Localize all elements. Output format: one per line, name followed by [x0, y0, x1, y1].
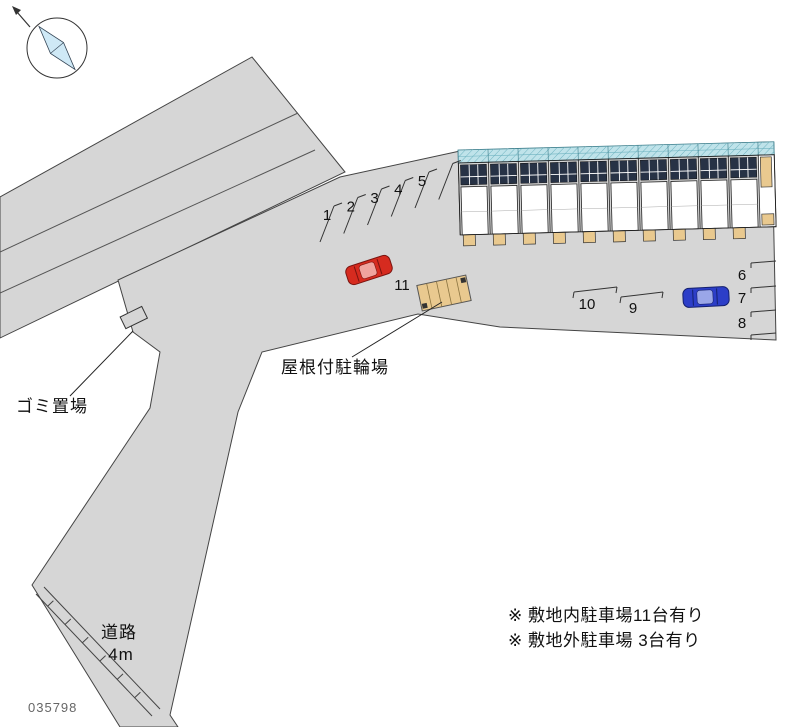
car-red-icon — [345, 254, 393, 286]
building-unit — [547, 159, 579, 245]
stall-number: 10 — [579, 296, 596, 313]
building-unit — [727, 154, 759, 240]
bike-shed — [416, 274, 472, 312]
garbage-label: ゴミ置場 — [16, 396, 88, 416]
garbage-leader-line — [69, 330, 134, 397]
stall-number: 2 — [347, 199, 355, 216]
building-outline — [457, 154, 777, 236]
end-cap-stair — [759, 156, 773, 188]
building-unit — [457, 161, 489, 247]
parking-row-bottom: 10 9 — [572, 286, 664, 317]
stall-number: 4 — [394, 182, 402, 199]
building-unit — [667, 156, 699, 241]
parking-col-right: 6 7 8 — [738, 260, 777, 340]
garbage-spot — [119, 305, 149, 330]
stall-number: 6 — [738, 267, 746, 284]
bottom-road-edge — [35, 586, 161, 717]
building-unit — [577, 158, 609, 244]
bike-shed-leader-line — [351, 301, 443, 358]
north-arrowhead — [12, 6, 21, 15]
roof-dividers — [457, 141, 775, 164]
bike-shed-label: 屋根付駐輪場 — [281, 358, 389, 377]
stall-dividers-left — [319, 160, 461, 243]
note-offsite-parking: ※ 敷地外駐車場 3台有り — [508, 631, 701, 650]
stall-number: 5 — [418, 173, 426, 190]
building-unit — [517, 160, 549, 245]
end-cap-entry — [761, 213, 775, 226]
stall-number-11: 11 — [394, 277, 410, 294]
north-arrow — [16, 11, 31, 28]
upper-road — [0, 56, 346, 339]
building-unit — [487, 161, 519, 246]
stall-dividers-bottom — [572, 286, 664, 304]
building-unit — [637, 157, 669, 242]
stall-number: 3 — [370, 190, 378, 207]
site-area — [31, 141, 777, 727]
building-unit — [607, 157, 639, 243]
note-onsite-parking: ※ 敷地内駐車場11台有り — [508, 606, 704, 625]
plan-code: 035798 — [28, 700, 77, 715]
apartment-building — [457, 141, 777, 247]
car-blue-icon — [682, 286, 730, 308]
road-lane-line — [0, 149, 316, 294]
stall-number: 9 — [629, 300, 637, 317]
stall-number: 7 — [738, 290, 746, 307]
road-name-label: 道路 — [101, 623, 137, 642]
upper-road-surface — [0, 56, 346, 339]
building-unit — [697, 155, 729, 241]
road-lane-line — [0, 112, 299, 253]
stall-number: 8 — [738, 315, 746, 332]
road-width-label: 4m — [108, 645, 134, 664]
stall-dividers-right — [750, 260, 777, 340]
stall-number: 1 — [323, 207, 331, 224]
parking-row-left: 1 2 3 4 5 — [319, 160, 461, 243]
site-surface — [31, 141, 777, 727]
north-compass-icon — [12, 6, 88, 79]
